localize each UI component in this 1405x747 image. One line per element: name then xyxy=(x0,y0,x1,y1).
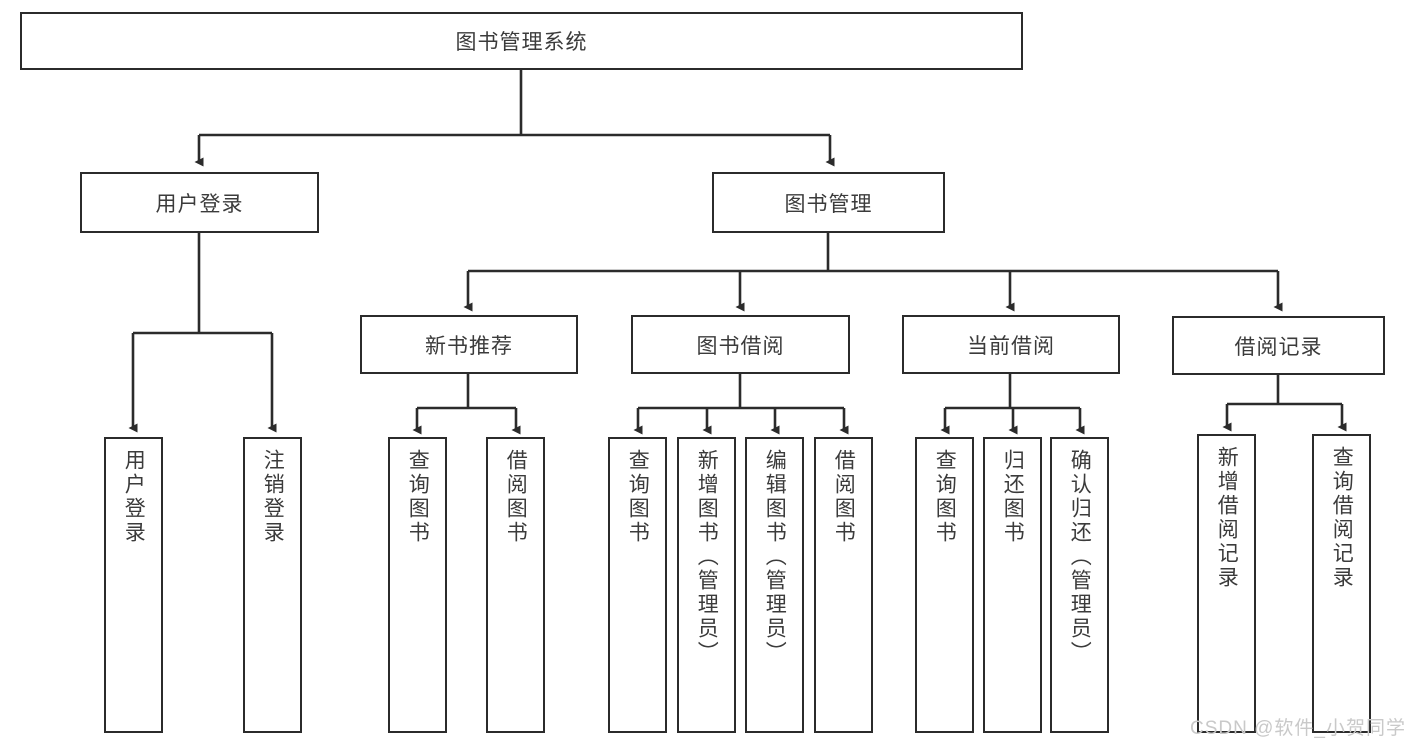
leaf-book-borrow-borrow-book[interactable]: 借阅图书 xyxy=(814,437,873,733)
node-label: 新增图书（管理员） xyxy=(695,449,719,665)
node-book-borrow[interactable]: 图书借阅 xyxy=(631,315,850,374)
node-label: 图书借阅 xyxy=(696,334,785,358)
watermark-text: CSDN @软件_小贺同学 xyxy=(1190,718,1405,739)
node-label: 借阅记录 xyxy=(1234,335,1323,359)
leaf-book-borrow-query-book[interactable]: 查询图书 xyxy=(608,437,667,733)
leaf-current-borrow-query-book[interactable]: 查询图书 xyxy=(915,437,974,733)
leaf-book-borrow-add-book-admin[interactable]: 新增图书（管理员） xyxy=(677,437,736,733)
leaf-current-borrow-return-book[interactable]: 归还图书 xyxy=(983,437,1042,733)
node-current-borrow[interactable]: 当前借阅 xyxy=(902,315,1120,374)
node-label: 借阅图书 xyxy=(832,449,856,545)
leaf-new-book-query-book[interactable]: 查询图书 xyxy=(388,437,447,733)
leaf-user-login-logout[interactable]: 注销登录 xyxy=(243,437,302,733)
node-user-login[interactable]: 用户登录 xyxy=(80,172,319,233)
node-label: 查询借阅记录 xyxy=(1330,446,1354,590)
node-label: 查询图书 xyxy=(933,449,957,545)
node-label: 新书推荐 xyxy=(425,334,513,358)
node-root-book-management-system[interactable]: 图书管理系统 xyxy=(20,12,1023,70)
node-label: 注销登录 xyxy=(261,449,285,545)
node-label: 编辑图书（管理员） xyxy=(763,449,787,665)
leaf-book-borrow-edit-book-admin[interactable]: 编辑图书（管理员） xyxy=(745,437,804,733)
node-label: 归还图书 xyxy=(1001,449,1025,545)
leaf-current-borrow-confirm-return-admin[interactable]: 确认归还（管理员） xyxy=(1050,437,1109,733)
node-label: 用户登录 xyxy=(155,192,244,216)
node-label: 借阅图书 xyxy=(504,449,528,545)
node-label: 图书管理 xyxy=(784,192,873,216)
node-label: 查询图书 xyxy=(406,449,430,545)
node-new-book-recommend[interactable]: 新书推荐 xyxy=(360,315,578,374)
node-label: 当前借阅 xyxy=(967,334,1055,358)
node-label: 新增借阅记录 xyxy=(1215,446,1239,590)
leaf-borrow-record-query-record[interactable]: 查询借阅记录 xyxy=(1312,434,1371,733)
node-label: 确认归还（管理员） xyxy=(1068,449,1092,665)
leaf-user-login-login[interactable]: 用户登录 xyxy=(104,437,163,733)
leaf-borrow-record-add-record[interactable]: 新增借阅记录 xyxy=(1197,434,1256,733)
node-book-management[interactable]: 图书管理 xyxy=(712,172,945,233)
node-label: 图书管理系统 xyxy=(455,31,588,54)
node-label: 用户登录 xyxy=(122,449,146,545)
leaf-new-book-borrow-book[interactable]: 借阅图书 xyxy=(486,437,545,733)
node-borrow-record[interactable]: 借阅记录 xyxy=(1172,316,1385,375)
node-label: 查询图书 xyxy=(626,449,650,545)
